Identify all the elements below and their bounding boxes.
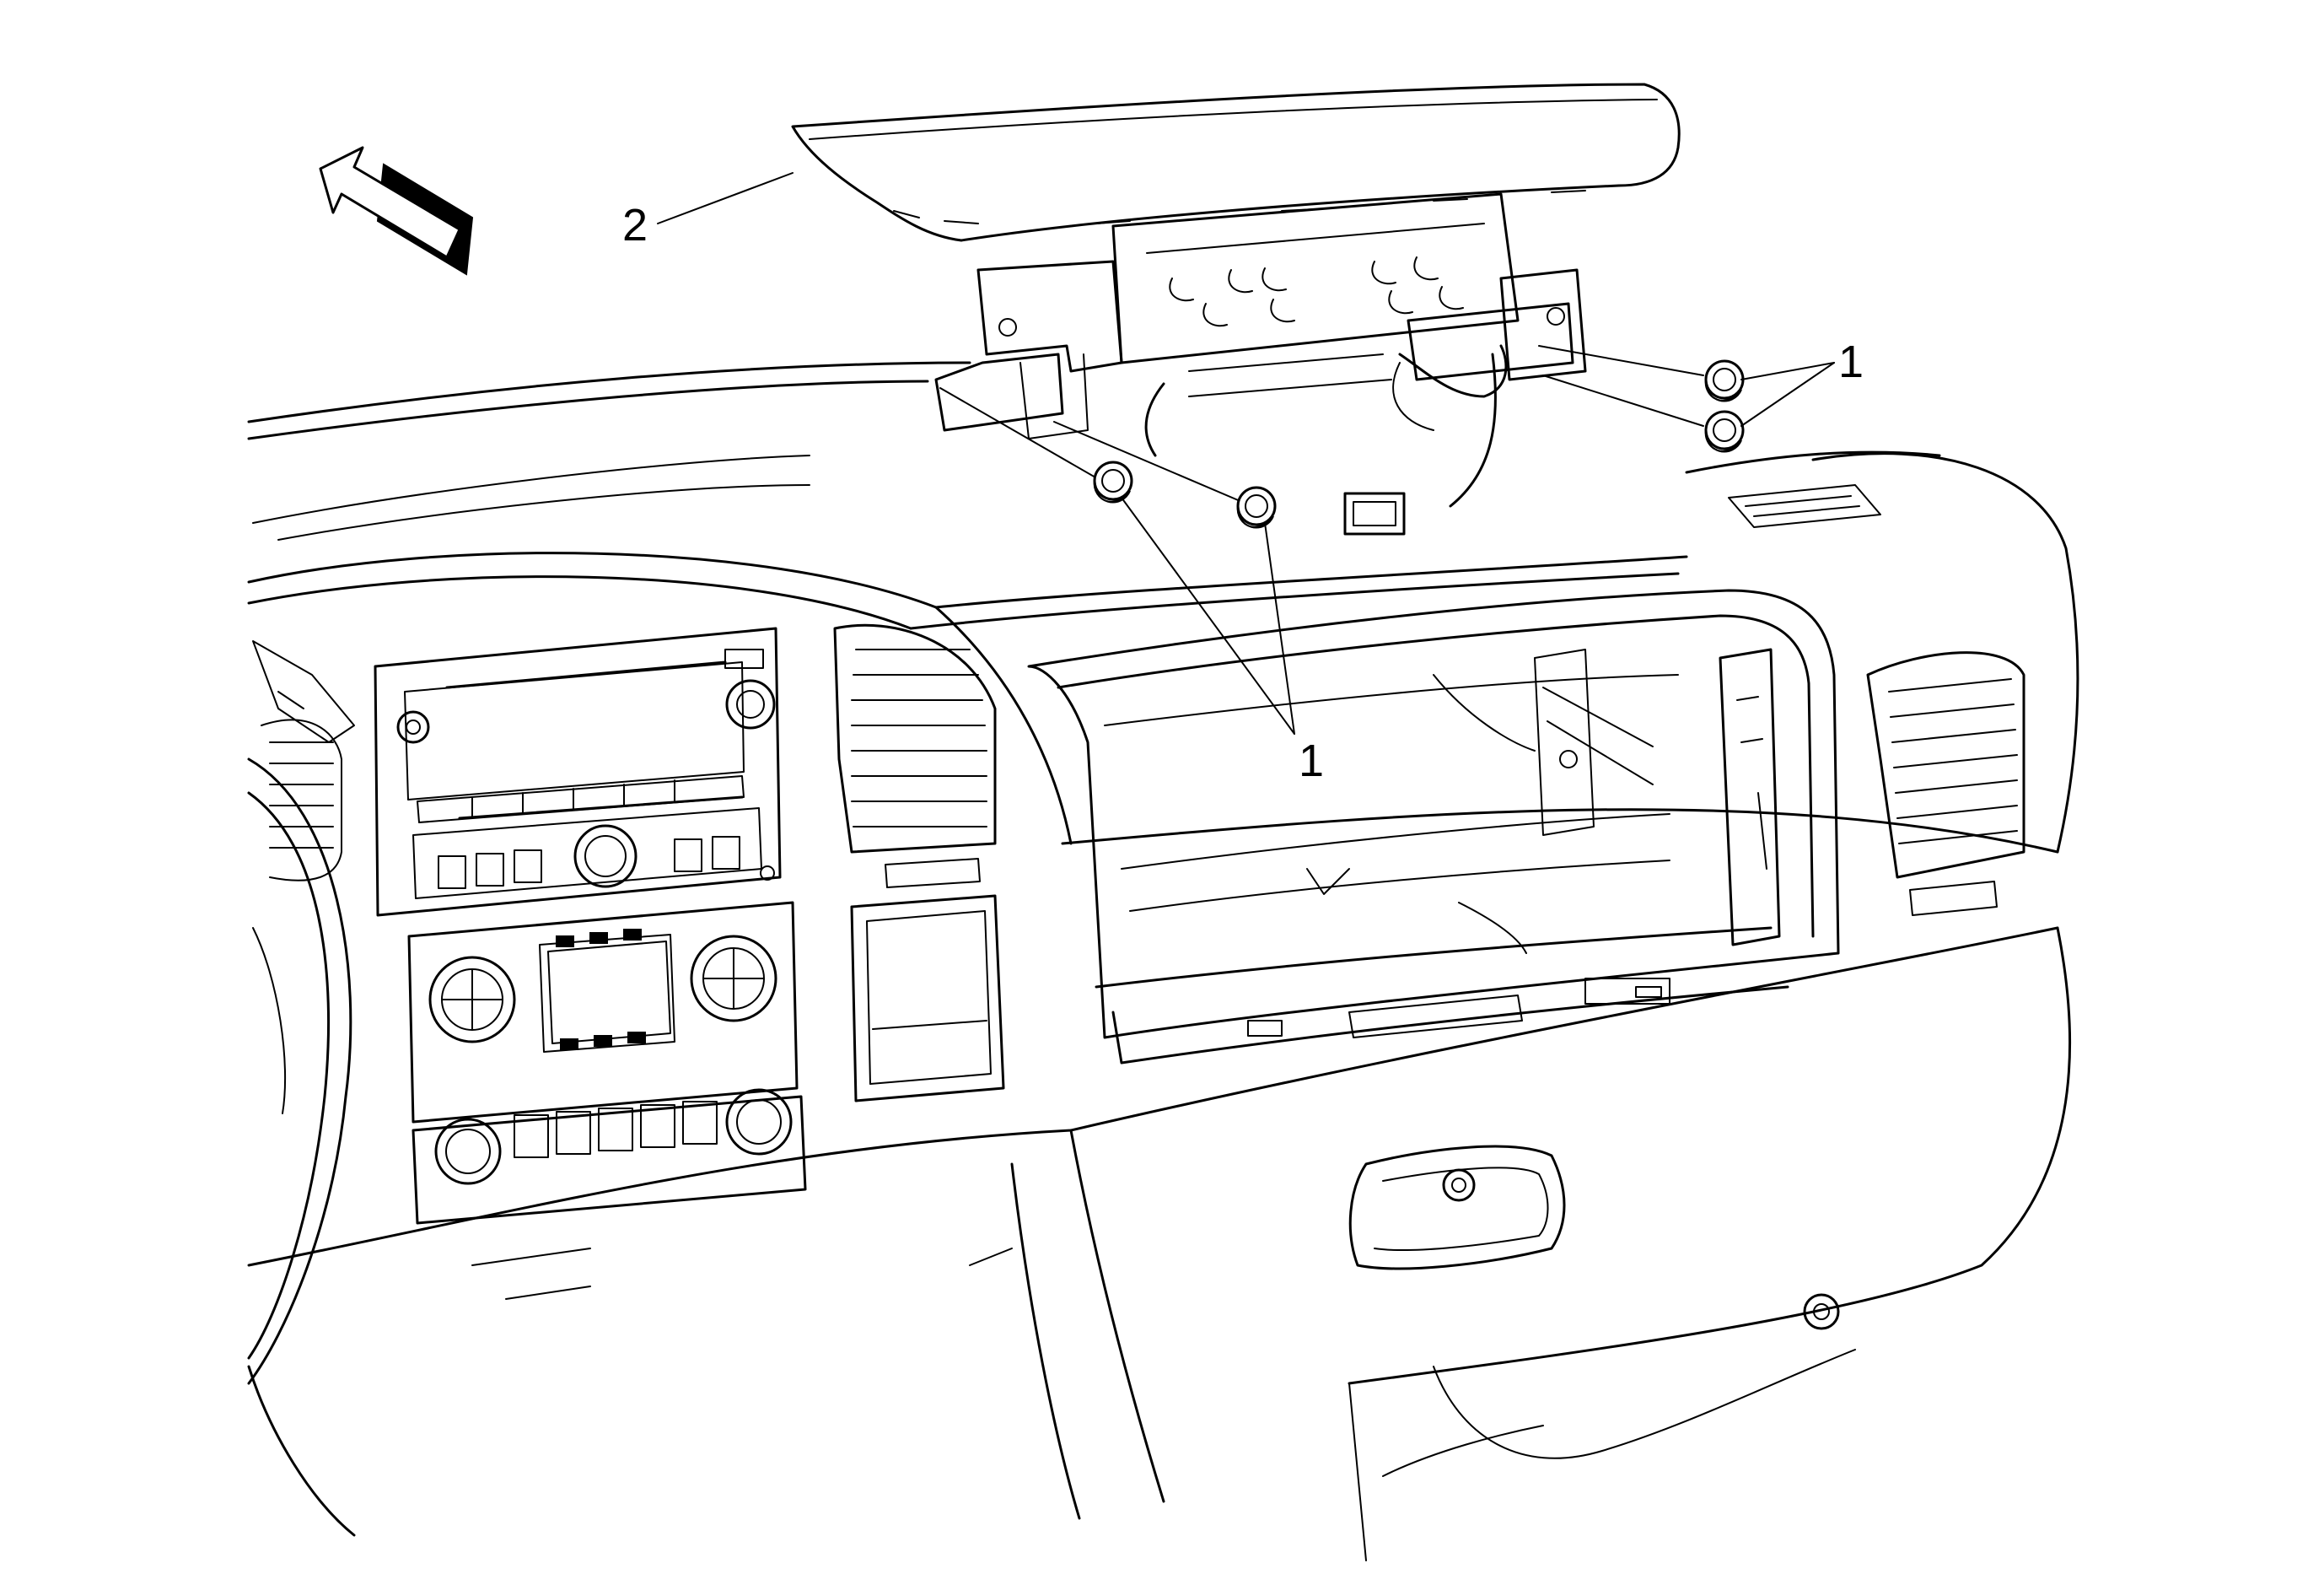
hvac-controls <box>407 901 807 1225</box>
forward-arrow-icon <box>319 146 474 276</box>
right-air-vent <box>1728 484 2025 916</box>
callout-fasteners-right: 1 <box>1838 337 1864 387</box>
center-air-vent <box>833 623 997 888</box>
radio-head-unit <box>374 627 782 917</box>
bolt <box>1093 461 1133 504</box>
steering-wheel <box>247 640 355 1385</box>
bolt <box>1704 410 1745 453</box>
bolt <box>1704 359 1745 402</box>
bolt <box>1236 486 1277 529</box>
callout-fasteners-center: 1 <box>1299 736 1324 786</box>
glove-box-handle <box>1348 1145 1840 1330</box>
airbag-opening <box>1027 589 1840 1065</box>
leader-lines <box>657 172 1835 735</box>
callout-airbag-module: 2 <box>622 200 648 251</box>
left-air-vent <box>261 719 342 881</box>
instrument-panel <box>247 361 2079 1561</box>
airbag-module <box>791 83 1681 536</box>
fasteners <box>939 345 1745 785</box>
storage-pocket <box>850 894 1005 1102</box>
